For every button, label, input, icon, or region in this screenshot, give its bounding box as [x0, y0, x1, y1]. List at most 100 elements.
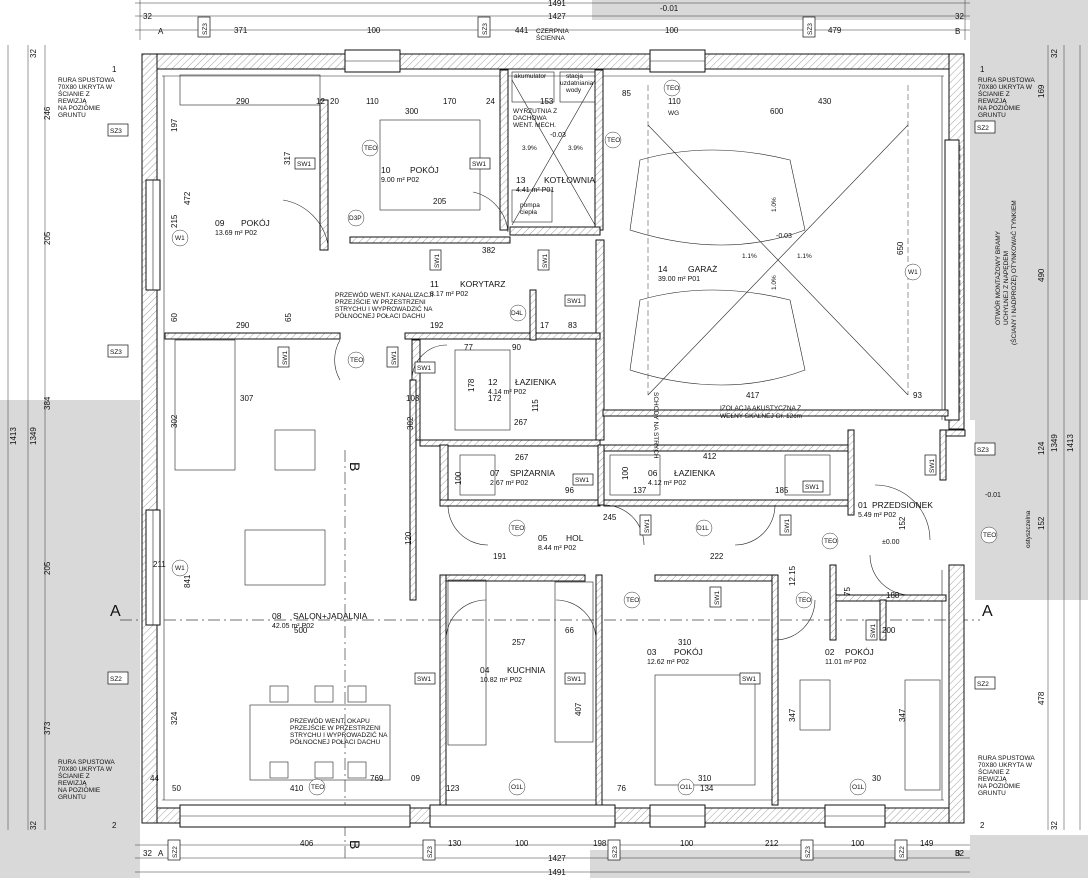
svg-text:SW1: SW1 [805, 484, 819, 491]
furniture [174, 71, 941, 791]
svg-text:PRZEDSIONEK: PRZEDSIONEK [872, 500, 933, 510]
svg-text:POKÓJ: POKÓJ [410, 165, 439, 175]
slope-3: 1.1% [742, 253, 757, 260]
bottom-dimensions: 32 406 130 100 198 100 212 100 149 32 14… [135, 839, 970, 877]
svg-text:137: 137 [633, 486, 647, 495]
svg-text:42.05 m² P02: 42.05 m² P02 [272, 623, 314, 630]
svg-text:769: 769 [370, 774, 384, 783]
svg-text:4.41 m² P01: 4.41 m² P01 [516, 187, 554, 194]
section-b-top: B [347, 462, 363, 471]
svg-text:REWIZJĄ: REWIZJĄ [58, 780, 87, 787]
grey-bg-right [970, 40, 1088, 420]
svg-text:GRUNTU: GRUNTU [978, 790, 1006, 797]
svg-text:70X80 UKRYTA W: 70X80 UKRYTA W [978, 762, 1033, 769]
svg-text:NA POZIOMIE: NA POZIOMIE [978, 783, 1021, 790]
level-top: -0.01 [660, 4, 679, 13]
svg-text:SW1: SW1 [472, 161, 486, 168]
dim-l-1349: 1349 [29, 427, 38, 445]
svg-text:SZ3: SZ3 [110, 128, 122, 135]
svg-text:200: 200 [882, 626, 896, 635]
svg-text:SZ2: SZ2 [899, 846, 906, 858]
svg-text:90: 90 [512, 343, 521, 352]
svg-text:TEO: TEO [350, 357, 363, 364]
svg-text:70X80 UKRYTA W: 70X80 UKRYTA W [58, 84, 113, 91]
svg-text:POKÓJ: POKÓJ [241, 218, 270, 228]
dim-top-100b: 100 [665, 26, 679, 35]
svg-text:SZ2: SZ2 [172, 846, 179, 858]
svg-text:REWIZJĄ: REWIZJĄ [978, 98, 1007, 105]
svg-text:70X80 UKRYTA W: 70X80 UKRYTA W [978, 84, 1033, 91]
svg-text:430: 430 [818, 97, 832, 106]
svg-text:324: 324 [170, 711, 179, 725]
svg-text:307: 307 [240, 394, 254, 403]
slope-1: 3.9% [522, 145, 537, 152]
svg-text:20: 20 [330, 97, 339, 106]
dim-top-total: 1491 [548, 0, 566, 8]
room-label-12: 12 ŁAZIENKA 4.14 m² P02 [488, 377, 556, 396]
dim-r-152: 152 [1037, 516, 1046, 530]
dim-top-441: 441 [515, 26, 529, 35]
svg-text:100: 100 [454, 471, 463, 485]
svg-text:SZ3: SZ3 [807, 23, 814, 35]
dim-bot-total: 1491 [548, 868, 566, 877]
svg-text:4.12 m² P02: 4.12 m² P02 [648, 480, 686, 487]
svg-text:ciepła: ciepła [520, 209, 537, 216]
dim-r-169: 169 [1037, 84, 1046, 98]
svg-text:TEO: TEO [364, 145, 377, 152]
level-garage: -0.03 [776, 233, 792, 240]
svg-text:PRZEJŚCIE W PRZESTRZENI: PRZEJŚCIE W PRZESTRZENI [335, 297, 426, 306]
windows [145, 49, 961, 828]
dim-bot-inner: 1427 [548, 854, 566, 863]
svg-text:CZERPNIA: CZERPNIA [536, 28, 570, 35]
dim-bot-32a: 32 [143, 849, 152, 858]
dim-bot-130: 130 [448, 839, 462, 848]
svg-text:ŚCIANIE Z: ŚCIANIE Z [58, 771, 90, 780]
svg-text:NA POZIOMIE: NA POZIOMIE [58, 105, 101, 112]
room-label-07: 07 SPIŻARNIA 2.67 m² P02 [490, 468, 555, 487]
svg-text:GRUNTU: GRUNTU [58, 112, 86, 119]
room-label-13: 13 KOTŁOWNIA 4.41 m² P01 [516, 175, 595, 194]
room-label-02: 02 POKÓJ 11.01 m² P02 [825, 647, 874, 666]
right-dimensions: 32 169 490 124 1349 1413 152 478 32 [1037, 45, 1081, 830]
svg-text:WYRZUTNIA Z: WYRZUTNIA Z [513, 108, 557, 115]
svg-text:D3P: D3P [349, 215, 362, 222]
svg-text:REWIZJĄ: REWIZJĄ [978, 776, 1007, 783]
svg-text:08: 08 [272, 611, 282, 621]
svg-text:17: 17 [540, 321, 549, 330]
stacja-label: stacja uzdatniania wody [560, 73, 594, 94]
svg-text:TEO: TEO [626, 597, 639, 604]
dim-r-1349: 1349 [1050, 434, 1059, 452]
svg-text:REWIZJĄ: REWIZJĄ [58, 98, 87, 105]
svg-text:IZOLACJA AKUSTYCZNA Z: IZOLACJA AKUSTYCZNA Z [720, 405, 801, 412]
svg-text:O1L: O1L [511, 784, 524, 791]
downpipe-note-bottom-left: RURA SPUSTOWA 70X80 UKRYTA W ŚCIANIE Z R… [58, 759, 115, 801]
svg-text:02: 02 [825, 647, 835, 657]
interior-walls [164, 69, 966, 806]
svg-text:188: 188 [886, 591, 900, 600]
dim-r-490: 490 [1037, 268, 1046, 282]
svg-text:600: 600 [770, 107, 784, 116]
svg-text:KOTŁOWNIA: KOTŁOWNIA [544, 175, 595, 185]
axis-1-right: 1 [980, 65, 985, 74]
svg-text:215: 215 [170, 214, 179, 228]
svg-text:SW1: SW1 [282, 351, 289, 365]
svg-text:77: 77 [464, 343, 473, 352]
dim-top-479: 479 [828, 26, 842, 35]
svg-text:50: 50 [172, 784, 181, 793]
svg-text:650: 650 [896, 241, 905, 255]
svg-text:D1L: D1L [697, 525, 709, 532]
svg-text:85: 85 [622, 89, 631, 98]
wyrzutnia-note: WYRZUTNIA Z DACHOWA WENT. MECH. [513, 108, 557, 129]
svg-text:267: 267 [514, 418, 528, 427]
svg-text:SZ3: SZ3 [977, 447, 989, 454]
svg-text:123: 123 [446, 784, 460, 793]
dim-l-32b: 32 [29, 821, 38, 830]
svg-text:245: 245 [603, 513, 617, 522]
svg-text:500: 500 [294, 626, 308, 635]
svg-text:222: 222 [710, 552, 724, 561]
svg-text:13: 13 [516, 175, 526, 185]
axis-2-left: 2 [112, 821, 117, 830]
room-label-05: 05 HOL 8.44 m² P02 [538, 533, 584, 552]
axis-a-top: A [158, 27, 164, 36]
